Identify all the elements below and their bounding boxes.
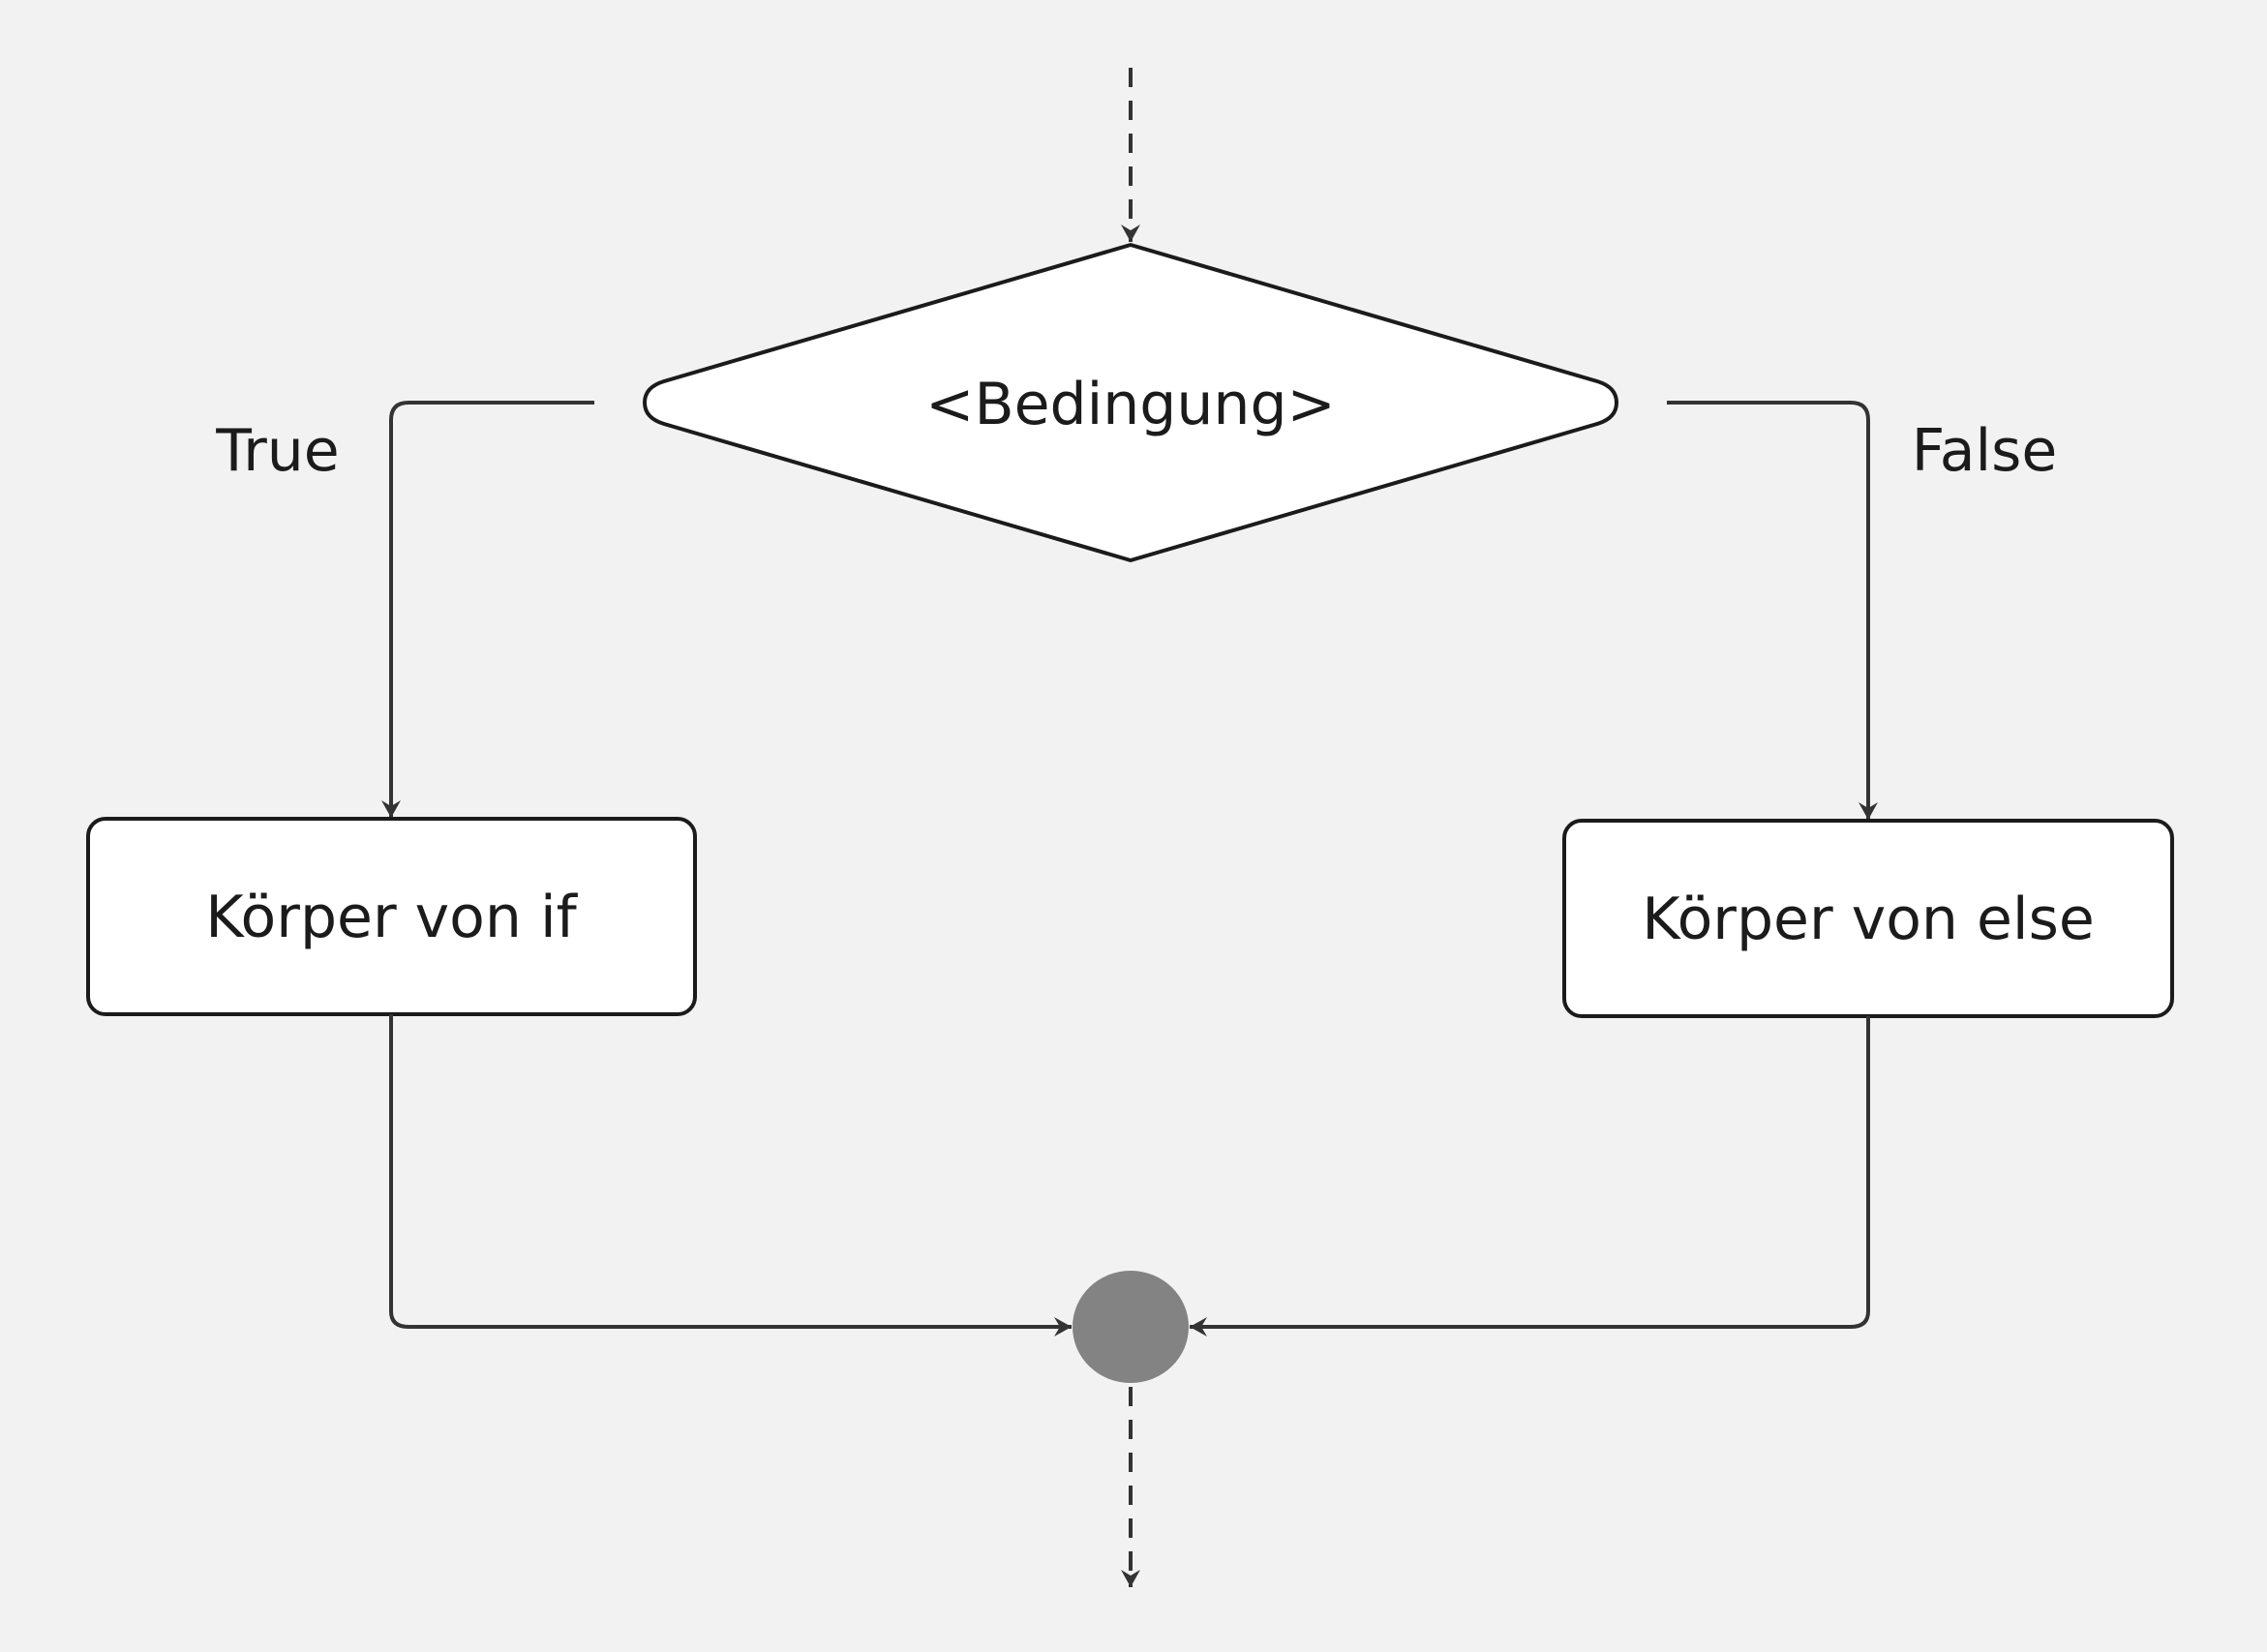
if-body-label: Körper von if xyxy=(205,884,578,951)
decision-label: <Bedingung> xyxy=(925,371,1336,438)
else-body-node[interactable]: Körper von else xyxy=(1562,819,2174,1018)
decision-diamond xyxy=(643,243,1618,562)
merge-node[interactable] xyxy=(1073,1271,1189,1383)
if-to-merge-connector xyxy=(389,1014,1072,1337)
if-body-node[interactable]: Körper von if xyxy=(86,817,697,1016)
false-branch-connector xyxy=(1667,401,1878,820)
true-branch-connector xyxy=(381,401,594,818)
else-to-merge-connector xyxy=(1190,1016,1870,1337)
decision-node[interactable]: <Bedingung> xyxy=(643,243,1618,562)
else-body-label: Körper von else xyxy=(1642,886,2095,953)
false-branch-label: False xyxy=(1912,417,2058,485)
true-branch-label: True xyxy=(215,417,339,485)
